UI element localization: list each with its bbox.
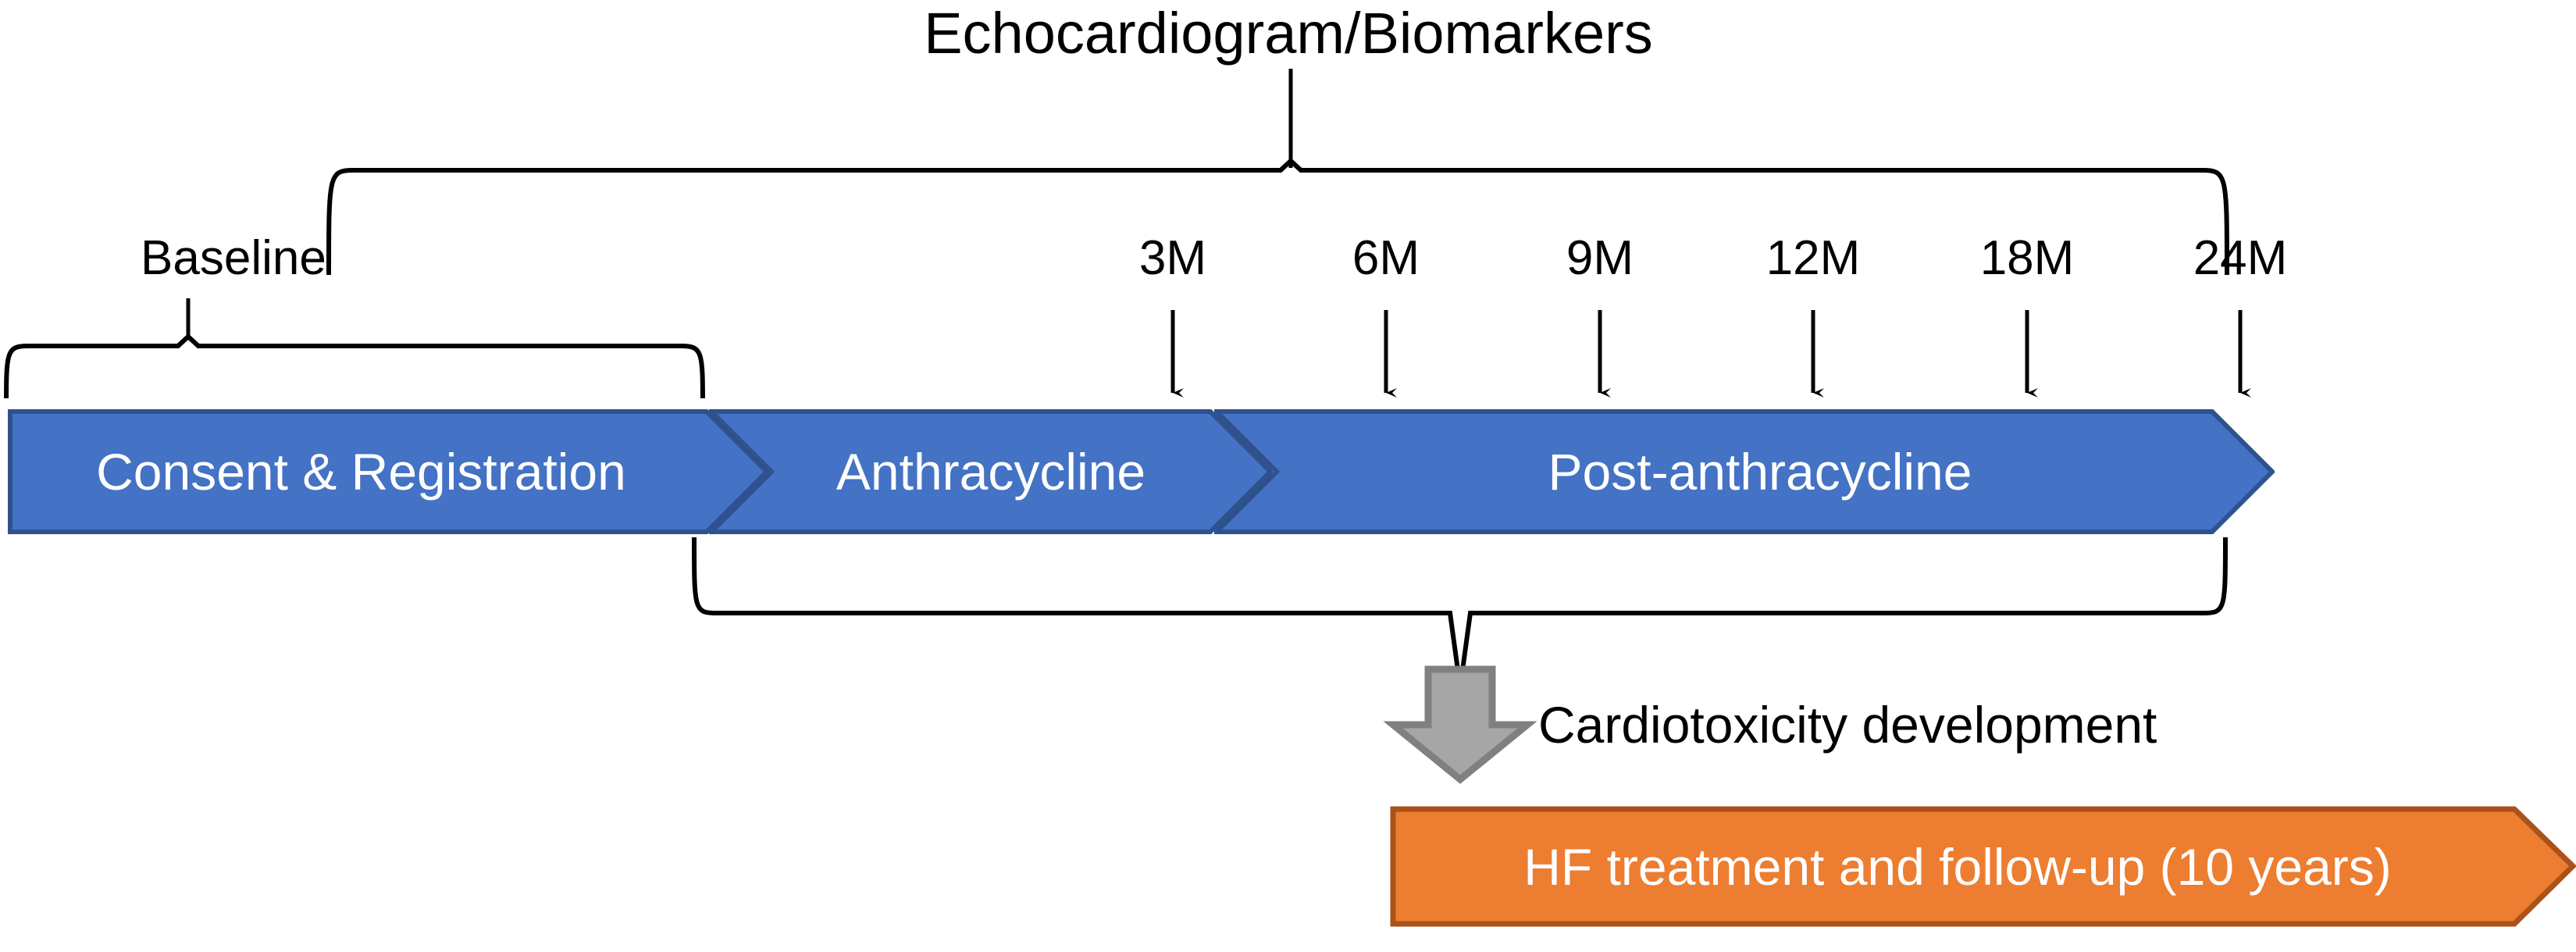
phase-anthracycline[interactable]: Anthracycline [709, 409, 1273, 534]
timepoint-label-3m: 3M [1138, 231, 1207, 285]
timepoint-label-9m: 9M [1566, 231, 1634, 285]
timepoint-label-24m: 24M [2193, 231, 2288, 285]
cardiotoxicity-brace [692, 537, 2228, 688]
hf-treatment-followup-label: HF treatment and follow-up (10 years) [1523, 837, 2392, 896]
timepoint-arrows [1170, 310, 2251, 398]
hf-treatment-followup-bar[interactable]: HF treatment and follow-up (10 years) [1390, 806, 2576, 927]
page-title: Echocardiogram/Biomarkers [924, 1, 1653, 66]
phase-label-consent-registration: Consent & Registration [96, 443, 626, 501]
timepoint-label-12m: 12M [1765, 231, 1861, 285]
phase-post-anthracycline[interactable]: Post-anthracycline [1214, 409, 2275, 534]
cardiotoxicity-development-label: Cardiotoxicity development [1538, 696, 2157, 754]
timepoint-label-18m: 18M [1979, 231, 2075, 285]
phase-consent-registration[interactable]: Consent & Registration [8, 409, 769, 534]
phase-label-anthracycline: Anthracycline [836, 443, 1146, 501]
baseline-label: Baseline [141, 231, 326, 285]
phase-label-post-anthracycline: Post-anthracycline [1548, 443, 1972, 501]
timepoint-label-6m: 6M [1352, 231, 1420, 285]
baseline-brace [4, 298, 705, 398]
